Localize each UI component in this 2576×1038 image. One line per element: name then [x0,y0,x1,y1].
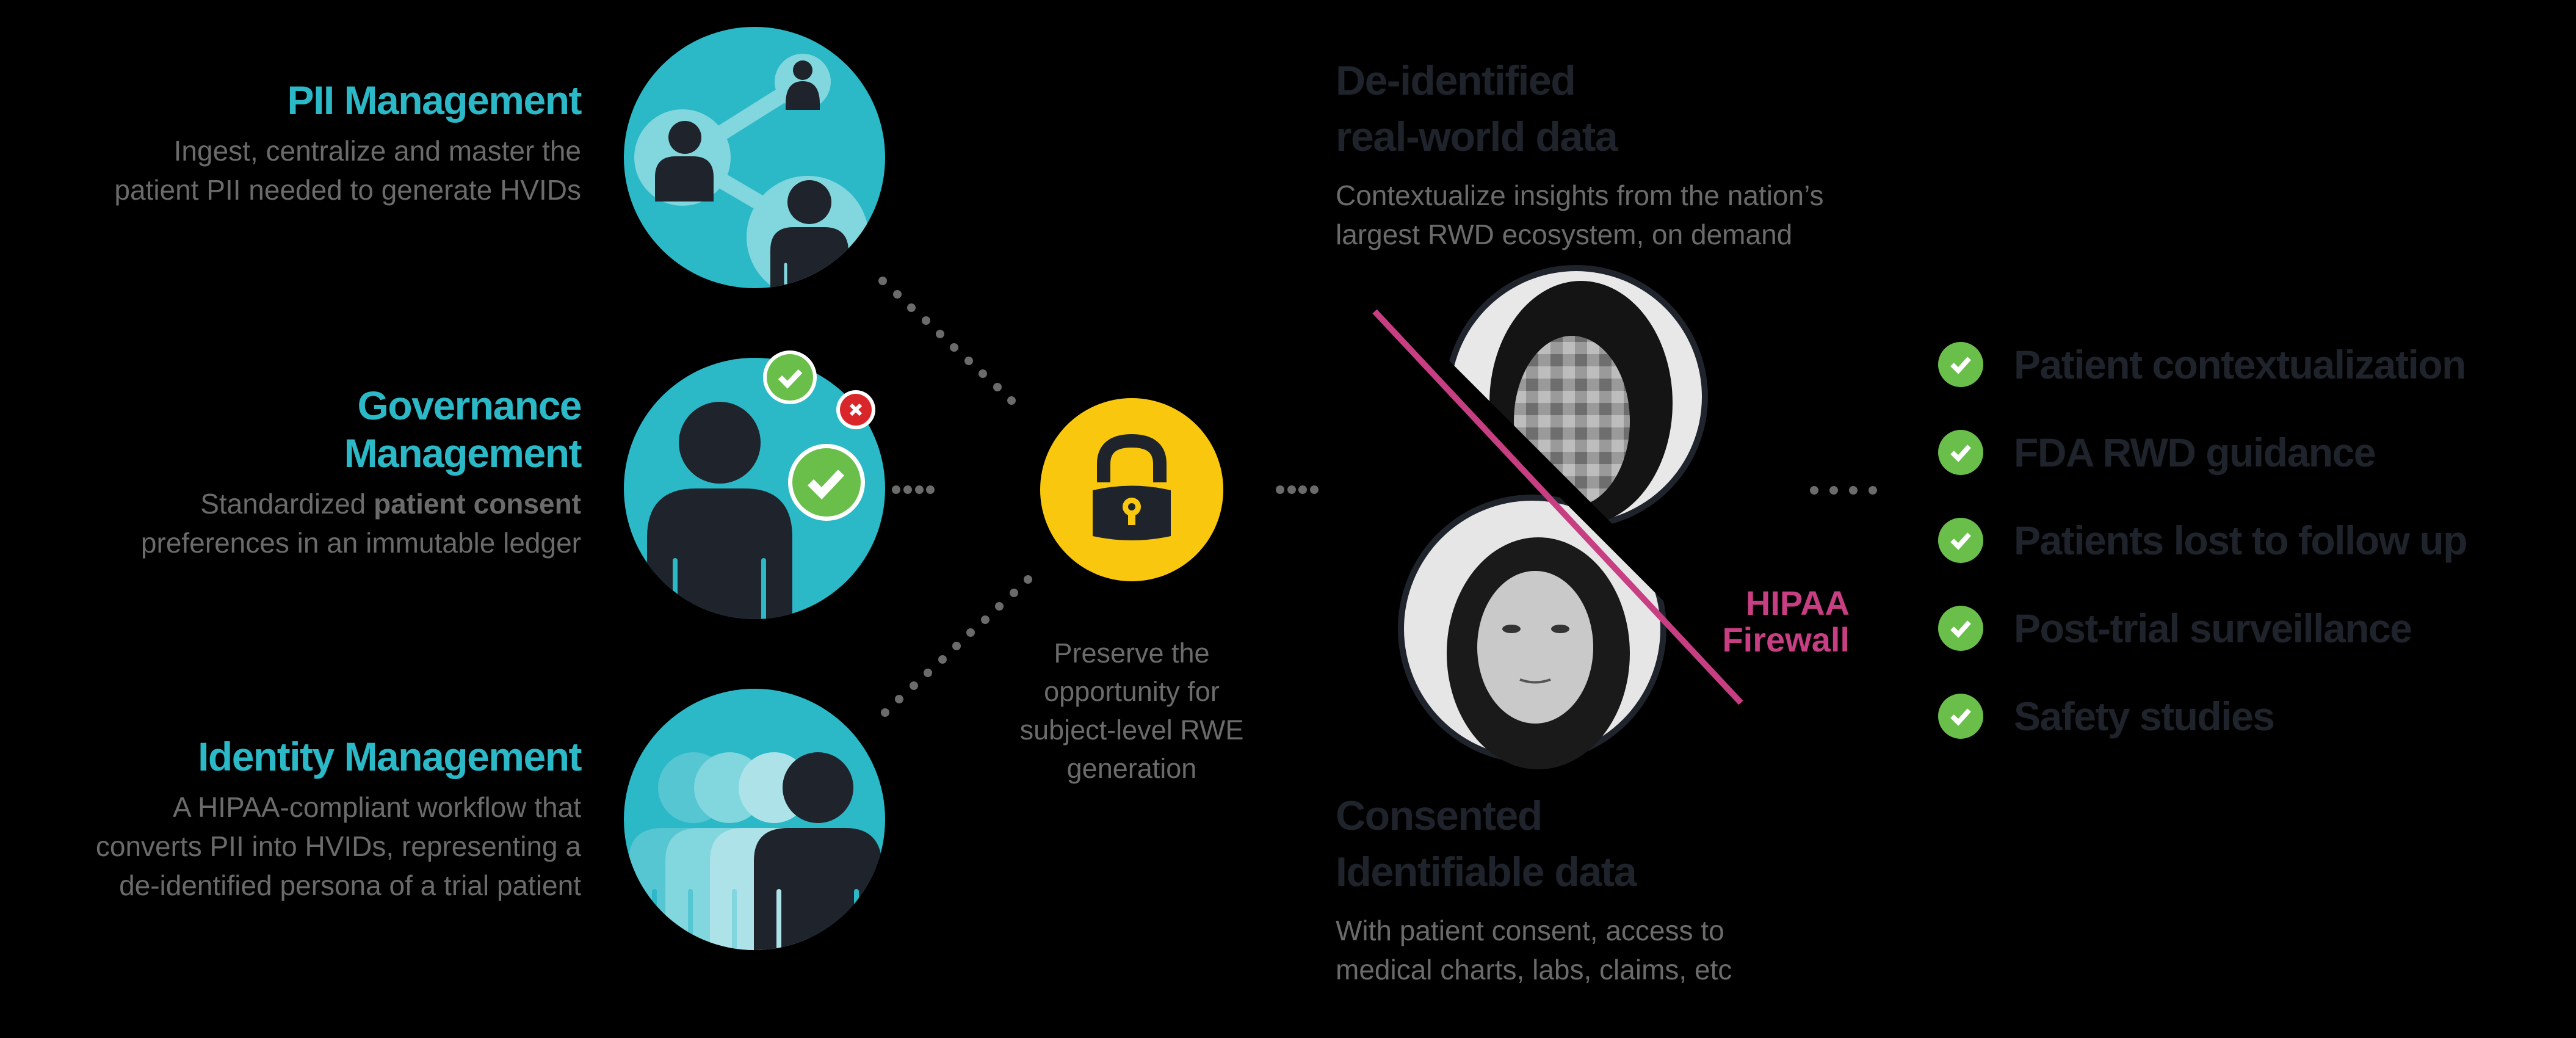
list-item: FDA RWD guidance [1938,408,2467,496]
use-case-label: Patients lost to follow up [2014,518,2467,563]
desc-text: Standardized [200,488,374,520]
reject-badge [836,390,875,429]
desc-line: preferences in an immutable ledger [140,527,581,559]
use-case-label: Safety studies [2014,694,2275,739]
section-description: Contextualize insights from the nation’s… [1336,176,1823,254]
check-circle-icon [1938,430,1983,475]
title-line: Governance [357,383,582,428]
check-circle-icon [1938,342,1983,387]
caption-line: generation [1066,753,1197,784]
pii-management-section: PII Management Ingest, centralize and ma… [114,76,582,209]
title-line: De-identified [1336,57,1576,104]
connector-data-to-usecases [1810,486,1877,495]
connector-gov-to-lock [892,485,935,494]
desc-line: Ingest, centralize and master the [173,135,581,167]
use-case-label: Patient contextualization [2014,342,2466,387]
list-item: Patient contextualization [1938,321,2467,408]
lock-caption: Preserve the opportunity for subject-lev… [979,634,1284,788]
title-line: Management [344,430,582,476]
use-case-label: FDA RWD guidance [2014,430,2376,475]
check-badge-large [788,444,865,521]
connector-lock-to-data [1276,485,1319,494]
identity-management-section: Identity Management A HIPAA-compliant wo… [96,733,582,905]
desc-line: converts PII into HVIDs, representing a [95,830,581,862]
caption-line: opportunity for [1044,676,1220,707]
list-item: Patients lost to follow up [1938,496,2467,584]
check-badge-small [763,350,817,404]
check-circle-icon [1938,518,1983,563]
governance-management-section: Governance Management Standardized patie… [141,382,582,562]
list-item: Post-trial surveillance [1938,584,2467,672]
person-consent-icon [624,350,885,619]
patient-photo-composite [1372,265,1777,769]
persona-stack-icon [624,689,885,950]
section-description: A HIPAA-compliant workflow that converts… [96,788,581,905]
check-circle-icon [1938,606,1983,651]
hipaa-firewall-line [1372,309,1743,705]
network-people-icon [624,27,885,288]
label-line: HIPAA [1745,584,1850,622]
deidentified-data-section: De-identified real-world data Contextual… [1336,53,1823,254]
caption-line: Preserve the [1054,637,1210,669]
use-case-label: Post-trial surveillance [2014,606,2412,651]
section-title: De-identified real-world data [1336,53,1823,165]
desc-line: medical charts, labs, claims, etc [1336,954,1732,985]
use-case-list: Patient contextualization FDA RWD guidan… [1938,321,2467,760]
check-circle-icon [1938,694,1983,739]
section-description: With patient consent, access to medical … [1336,911,1732,989]
desc-line: With patient consent, access to [1336,915,1724,946]
label-line: Firewall [1722,620,1850,659]
consented-face-image [1398,495,1666,769]
title-line: Consented [1336,793,1543,839]
caption-line: subject-level RWE [1019,714,1244,746]
desc-emphasis: patient consent [374,488,581,520]
desc-line: A HIPAA-compliant workflow that [173,791,581,823]
lock-icon [1040,398,1223,581]
title-line: real-world data [1336,114,1618,160]
consented-data-section: Consented Identifiable data With patient… [1336,788,1732,989]
connector-pii-to-lock [878,277,1016,405]
desc-line: patient PII needed to generate HVIDs [114,174,581,206]
section-title: Identity Management [198,734,582,779]
hipaa-firewall-label: HIPAA Firewall [1703,585,1850,658]
section-description: Standardized patient consent preferences… [141,484,581,562]
section-title: PII Management [287,78,582,123]
title-line: Identifiable data [1336,849,1637,895]
list-item: Safety studies [1938,672,2467,760]
section-title: Governance Management [141,382,582,477]
desc-line: Standardized patient consent [141,484,581,523]
desc-line: de-identified persona of a trial patient [119,869,581,901]
desc-line: Contextualize insights from the nation’s [1336,180,1824,211]
section-description: Ingest, centralize and master the patien… [114,131,581,209]
connector-identity-to-lock [881,575,1032,717]
section-title: Consented Identifiable data [1336,788,1732,900]
desc-line: largest RWD ecosystem, on demand [1336,219,1793,250]
